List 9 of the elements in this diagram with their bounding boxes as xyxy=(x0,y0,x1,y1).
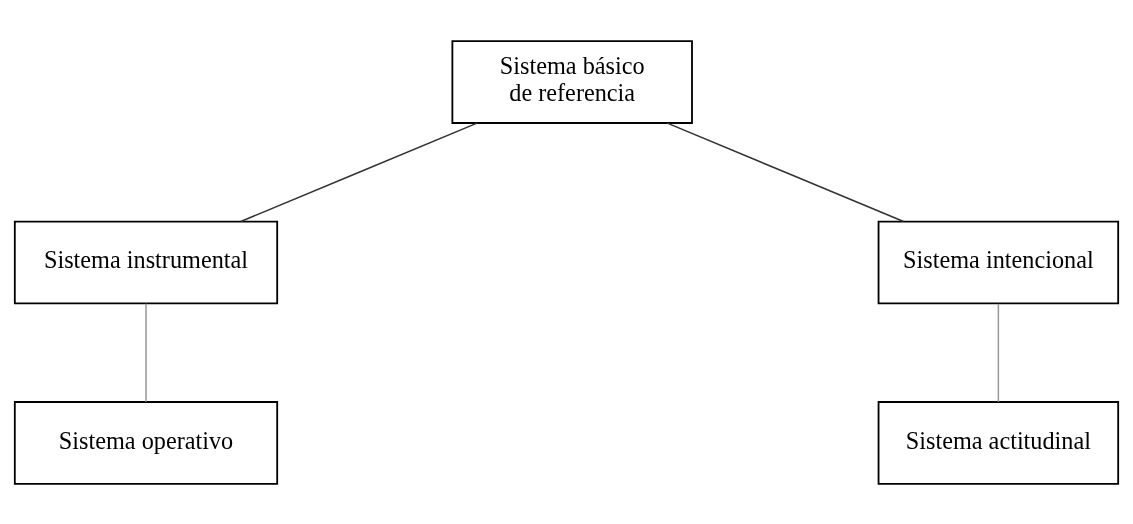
connector xyxy=(145,302,147,403)
connector xyxy=(240,121,478,222)
node-box: Sistema básico de referencia xyxy=(451,39,693,124)
node-box: Sistema intencional xyxy=(877,220,1120,304)
node-box: Sistema operativo xyxy=(13,400,279,485)
connector xyxy=(997,302,1000,403)
connector xyxy=(666,121,905,222)
node-box: Sistema actitudinal xyxy=(877,400,1120,485)
node-box: Sistema instrumental xyxy=(13,220,279,304)
